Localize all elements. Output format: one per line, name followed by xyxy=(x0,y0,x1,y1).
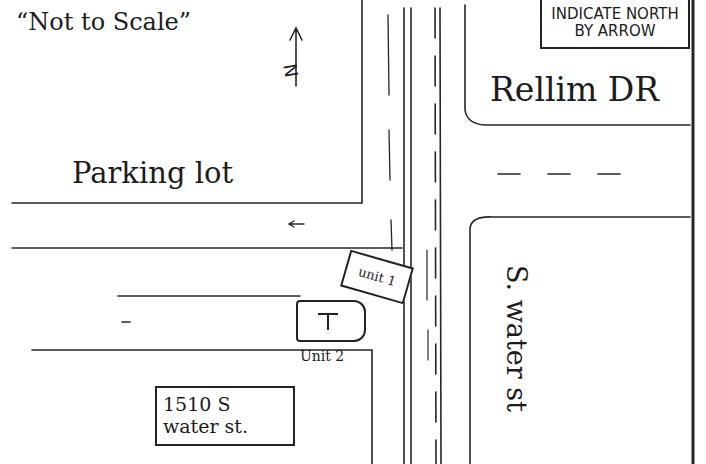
map-label: Parking lot xyxy=(72,156,233,190)
centre-line xyxy=(440,8,441,464)
building-address-box: 1510 S water st. xyxy=(155,386,295,446)
map-label: N xyxy=(279,62,302,79)
direction-arrow xyxy=(289,221,304,227)
vehicle-unit-2: Unit 2 xyxy=(296,300,366,342)
lane-dash xyxy=(122,321,130,323)
map-label: S. water st xyxy=(501,265,532,412)
driveway-edge xyxy=(32,350,372,464)
parking-lot-edge xyxy=(12,247,402,249)
frame-edge xyxy=(692,0,695,464)
north-instruction-box: INDICATE NORTH BY ARROW xyxy=(540,0,690,49)
vehicle-label: Unit 2 xyxy=(300,348,344,364)
lane-dash xyxy=(427,250,428,360)
centre-line xyxy=(435,8,436,464)
road-edge xyxy=(410,8,412,464)
box-text: 1510 S water st. xyxy=(163,394,287,438)
lane-dash xyxy=(498,173,620,175)
parking-lot-edge xyxy=(12,0,362,203)
road-edge xyxy=(403,8,405,464)
north-arrow xyxy=(290,28,302,86)
box-text: INDICATE NORTH BY ARROW xyxy=(548,6,682,41)
lane-dash xyxy=(388,15,392,250)
map-label: “Not to Scale” xyxy=(16,8,191,36)
box-text: unit 1 xyxy=(356,265,397,290)
road-edge xyxy=(470,217,690,464)
road-edge xyxy=(465,5,690,125)
vehicle-unit-1: unit 1 xyxy=(340,250,414,305)
driveway-edge xyxy=(118,295,300,297)
map-label: Rellim DR xyxy=(490,70,659,109)
vehicle-direction-mark xyxy=(298,302,363,339)
